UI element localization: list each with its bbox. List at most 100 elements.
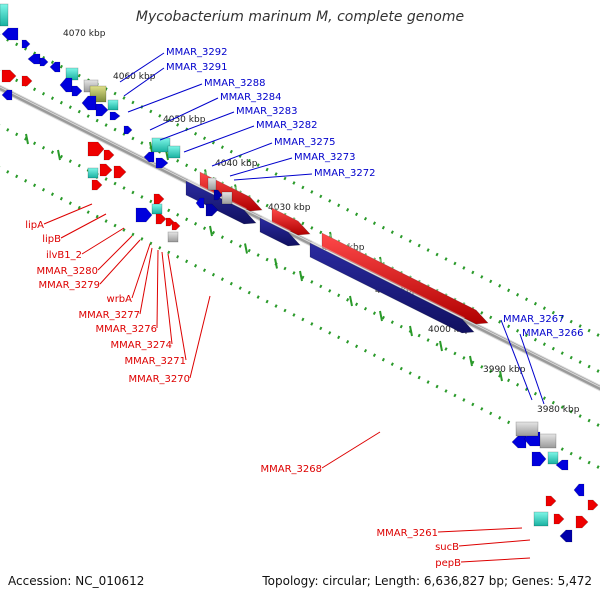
gene-rrna-box	[167, 145, 181, 159]
label-forward-lipa: lipA	[25, 203, 93, 231]
gene-label-text: lipA	[25, 220, 44, 231]
gene-small-shape	[531, 451, 547, 467]
tick-mark	[274, 258, 278, 269]
gene-label-text: MMAR_3275	[274, 137, 336, 148]
label-leader-line	[159, 111, 235, 141]
label-leader-line	[43, 203, 93, 225]
label-leader-line	[60, 213, 107, 239]
label-reverse-mmar-3282: MMAR_3282	[183, 120, 318, 153]
gene-pseudo	[221, 191, 233, 205]
label-leader-line	[437, 527, 523, 533]
gene-small	[95, 103, 109, 117]
gene-label-text: MMAR_3270	[129, 374, 191, 385]
label-leader-line	[460, 557, 531, 563]
backbone	[0, 84, 600, 392]
gene-small	[21, 75, 33, 87]
label-leader-line	[321, 431, 381, 469]
label-forward-mmar-3261: MMAR_3261	[377, 527, 523, 539]
gene-mmar-3268-body	[321, 232, 489, 325]
gene-small	[1, 27, 19, 41]
gene-label-text: MMAR_3276	[96, 324, 158, 335]
gene-small-shape	[553, 513, 565, 525]
gene-label-text: MMAR_3288	[204, 78, 266, 89]
tick-mark	[379, 310, 383, 322]
label-forward-mmar-3276: MMAR_3276	[96, 249, 159, 335]
genome-summary-text: Topology: circular; Length: 6,636,827 bp…	[262, 574, 592, 588]
gene-small	[39, 57, 49, 67]
gene-small-shape	[99, 163, 113, 177]
gene-label-text: MMAR_3284	[220, 92, 282, 103]
label-leader-line	[183, 125, 255, 153]
label-reverse-mmar-3273: MMAR_3273	[229, 152, 356, 177]
gene-small-shape	[559, 529, 573, 543]
label-leader-line	[233, 173, 313, 181]
label-forward-mmar-3271: MMAR_3271	[125, 253, 187, 367]
label-reverse-mmar-3284: MMAR_3284	[149, 92, 282, 131]
gene-rev-c-bevel	[310, 241, 465, 319]
backbone-line	[0, 85, 600, 391]
gene-small	[87, 141, 105, 157]
gene-small-shape	[153, 193, 165, 205]
label-leader-line	[458, 539, 531, 547]
label-reverse-mmar-3291: MMAR_3291	[123, 62, 228, 97]
label-leader-line	[161, 251, 173, 345]
label-forward-mmar-3270: MMAR_3270	[129, 295, 211, 385]
gene-rev-a-body	[185, 180, 257, 225]
gene-small-shape	[123, 125, 133, 135]
gene-small-shape	[39, 57, 49, 67]
gene-pseudo	[539, 433, 557, 449]
kbp-tick-label: 3980 kbp	[537, 405, 580, 415]
gene-rrna-box	[0, 3, 9, 27]
gene-rrna-box	[151, 203, 163, 215]
gene-label-text: MMAR_3283	[236, 106, 298, 117]
gene-rrna	[167, 145, 181, 159]
gene-mmar-3268	[321, 231, 489, 325]
gene-label-text: wrbA	[107, 294, 133, 305]
gene-rrna-box	[107, 99, 119, 111]
gene-small	[531, 451, 547, 467]
gene-rev-b-body	[259, 217, 301, 247]
gene-small-shape	[587, 499, 599, 511]
gene-rrna	[87, 167, 99, 179]
gene-small	[171, 221, 181, 231]
label-leader-line	[99, 239, 141, 285]
gene-small-shape	[545, 495, 557, 507]
gene-small-shape	[49, 61, 61, 73]
gene-small-shape	[155, 213, 167, 225]
kbp-tick-label: 4060 kbp	[113, 72, 156, 82]
gene-small-shape	[213, 189, 223, 201]
gene-small	[575, 515, 589, 529]
gene-mmar-3271	[271, 206, 311, 236]
gene-label-text: MMAR_3279	[39, 280, 101, 291]
gene-rrna-box	[87, 167, 99, 179]
kbp-tick-label: 4000 kbp	[428, 325, 471, 335]
gene-small	[213, 189, 223, 201]
gene-small	[155, 157, 169, 169]
kbp-tick-label: 4030 kbp	[268, 203, 311, 213]
gene-mmar-3271-body	[271, 207, 311, 236]
label-reverse-mmar-3275: MMAR_3275	[211, 137, 336, 167]
label-leader-line	[81, 227, 125, 255]
gene-label-text: MMAR_3271	[125, 356, 187, 367]
gene-small	[109, 111, 121, 121]
gene-small-shape	[575, 515, 589, 529]
gene-small-shape	[143, 151, 155, 163]
label-reverse-mmar-3272: MMAR_3272	[233, 168, 376, 181]
gene-small-shape	[71, 85, 83, 97]
gene-small	[59, 77, 73, 93]
gene-small-shape	[1, 89, 13, 101]
label-leader-line	[519, 333, 545, 405]
gene-label-text: MMAR_3272	[314, 168, 376, 179]
gene-small	[143, 151, 155, 163]
gene-rrna-box	[151, 137, 171, 153]
gene-small-shape	[109, 111, 121, 121]
gene-small-shape	[1, 27, 19, 41]
gene-small	[205, 203, 219, 217]
label-forward-mmar-3268: MMAR_3268	[261, 431, 381, 475]
gene-small-shape	[95, 103, 109, 117]
kbp-tick-label: 4050 kbp	[163, 115, 206, 125]
label-reverse-mmar-3267: MMAR_3267	[500, 314, 565, 401]
accession-text: Accession: NC_010612	[8, 574, 145, 588]
gene-label-text: pepB	[435, 558, 461, 569]
